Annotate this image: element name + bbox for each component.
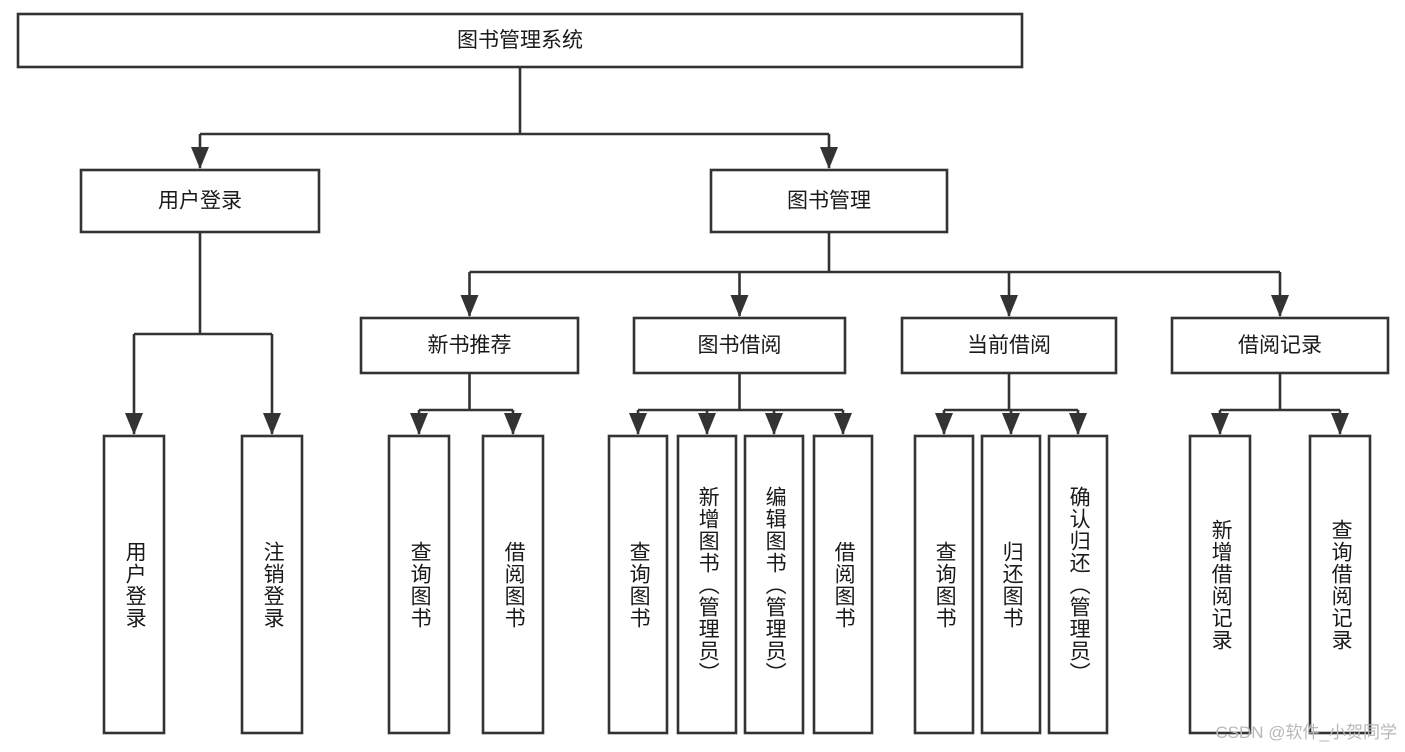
- arrow-head-icon: [263, 413, 281, 435]
- node-l3-3-label: 借阅记录: [1238, 334, 1322, 357]
- node-root-label: 图书管理系统: [457, 29, 583, 52]
- node-leaf-5-rect[interactable]: [676, 434, 738, 735]
- node-leaf-2[interactable]: [387, 434, 451, 735]
- node-leaf-4-rect[interactable]: [607, 434, 669, 735]
- node-leaf-4[interactable]: [607, 434, 669, 735]
- node-leaf-11-rect[interactable]: [1188, 434, 1252, 735]
- node-l3-3[interactable]: 借阅记录: [1170, 316, 1390, 375]
- node-l3-1[interactable]: 图书借阅: [632, 316, 847, 375]
- node-leaf-7-rect[interactable]: [812, 434, 874, 735]
- node-leaf-6-rect[interactable]: [743, 434, 805, 735]
- arrow-head-icon: [730, 295, 749, 317]
- arrow-head-icon: [410, 413, 428, 435]
- node-l3-2-rect[interactable]: [900, 316, 1118, 375]
- arrow-head-icon: [698, 413, 716, 435]
- node-leaf-11[interactable]: [1188, 434, 1252, 735]
- arrow-head-icon: [1000, 295, 1018, 317]
- node-l3-1-label: 图书借阅: [698, 334, 782, 357]
- node-l2-0-label: 用户登录: [158, 190, 242, 213]
- node-l3-0-label: 新书推荐: [428, 334, 512, 357]
- node-leaf-1-rect[interactable]: [240, 434, 304, 735]
- node-leaf-3[interactable]: [481, 434, 545, 735]
- node-leaf-8-rect[interactable]: [913, 434, 975, 735]
- node-leaf-0-rect[interactable]: [102, 434, 166, 735]
- node-leaf-10[interactable]: [1047, 434, 1109, 735]
- arrow-head-icon: [765, 413, 783, 435]
- arrow-head-icon: [629, 413, 647, 435]
- arrow-head-icon: [834, 413, 852, 435]
- node-root[interactable]: 图书管理系统: [16, 12, 1024, 69]
- arrow-head-icon: [1002, 413, 1020, 435]
- node-leaf-8[interactable]: [913, 434, 975, 735]
- arrow-head-icon: [820, 147, 838, 169]
- node-l3-2-label: 当前借阅: [967, 334, 1051, 357]
- node-leaf-12-rect[interactable]: [1308, 434, 1372, 735]
- node-leaf-12[interactable]: [1308, 434, 1372, 735]
- node-l2-1[interactable]: 图书管理: [709, 168, 949, 234]
- node-root-rect[interactable]: [16, 12, 1024, 69]
- arrow-head-icon: [1069, 413, 1087, 435]
- watermark-text: CSDN @软件_小贺同学: [1215, 723, 1397, 742]
- node-l3-0-rect[interactable]: [359, 316, 580, 375]
- node-leaf-9-rect[interactable]: [980, 434, 1042, 735]
- node-leaf-6[interactable]: [743, 434, 805, 735]
- node-leaf-7[interactable]: [812, 434, 874, 735]
- arrow-head-icon: [504, 413, 522, 435]
- arrow-head-icon: [935, 413, 953, 435]
- arrow-head-icon: [1331, 413, 1349, 435]
- arrow-head-icon: [1271, 295, 1289, 317]
- node-l2-0-rect[interactable]: [79, 168, 321, 234]
- node-leaf-0[interactable]: [102, 434, 166, 735]
- node-leaf-9[interactable]: [980, 434, 1042, 735]
- node-leaf-10-rect[interactable]: [1047, 434, 1109, 735]
- node-leaf-3-rect[interactable]: [481, 434, 545, 735]
- node-l3-2[interactable]: 当前借阅: [900, 316, 1118, 375]
- node-leaf-2-rect[interactable]: [387, 434, 451, 735]
- arrow-head-icon: [1211, 413, 1229, 435]
- node-leaf-5[interactable]: [676, 434, 738, 735]
- node-leaf-1[interactable]: [240, 434, 304, 735]
- node-l2-0[interactable]: 用户登录: [79, 168, 321, 234]
- node-l2-1-label: 图书管理: [787, 190, 871, 213]
- arrow-head-icon: [191, 147, 209, 169]
- arrow-head-icon: [460, 295, 479, 317]
- arrow-head-icon: [125, 413, 143, 435]
- node-l3-0[interactable]: 新书推荐: [359, 316, 580, 375]
